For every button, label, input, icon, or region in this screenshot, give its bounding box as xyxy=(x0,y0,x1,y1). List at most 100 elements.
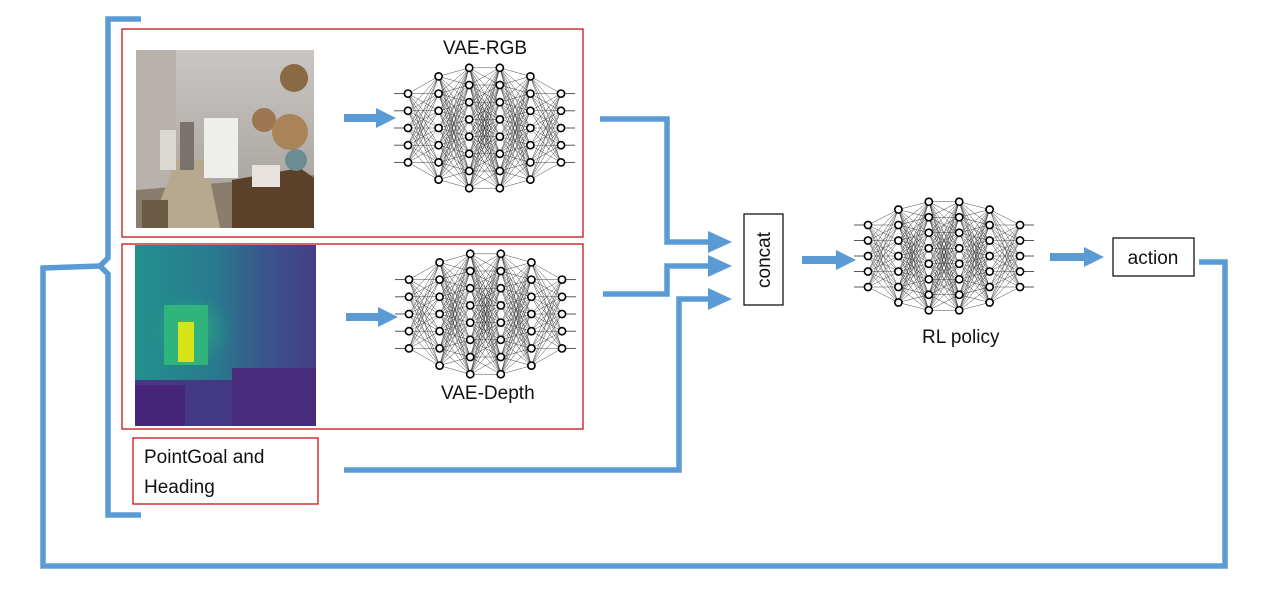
network-node xyxy=(404,292,414,302)
network-node xyxy=(526,89,535,98)
network-node xyxy=(1015,267,1025,276)
network-node xyxy=(557,309,567,319)
network-node xyxy=(985,298,994,307)
network-edge xyxy=(959,209,990,249)
network-node xyxy=(954,259,964,269)
network-edge xyxy=(989,224,1021,303)
network-edge xyxy=(469,253,502,323)
concat-box xyxy=(743,213,784,306)
network-edge xyxy=(499,76,531,86)
network-edge xyxy=(898,263,929,303)
network-node xyxy=(924,290,934,300)
network-node xyxy=(954,197,964,207)
network-node xyxy=(557,326,567,336)
network-edge xyxy=(898,201,930,288)
network-edge xyxy=(439,253,471,280)
network-edge xyxy=(499,162,531,189)
network-edge xyxy=(898,201,930,272)
concat-label: concat xyxy=(754,231,775,288)
network-edge xyxy=(499,110,531,189)
rgb-input-box xyxy=(121,28,584,238)
network-edge xyxy=(530,93,562,146)
network-node xyxy=(404,326,414,336)
network-edge xyxy=(500,262,532,272)
network-edge xyxy=(958,209,990,280)
network-edge xyxy=(438,179,470,189)
network-node xyxy=(403,106,413,116)
network-node xyxy=(434,175,443,184)
network-node xyxy=(556,89,566,98)
network-node xyxy=(894,251,903,261)
network-edge xyxy=(530,93,562,163)
network-node xyxy=(954,290,964,300)
network-node xyxy=(434,72,443,81)
network-node xyxy=(465,369,475,379)
network-edge xyxy=(928,294,960,311)
network-edge xyxy=(531,279,563,366)
network-node xyxy=(403,140,413,150)
network-edge xyxy=(867,209,899,241)
network-node xyxy=(526,175,535,184)
network-node xyxy=(496,300,506,310)
network-edge xyxy=(439,253,471,332)
network-edge xyxy=(407,76,439,163)
network-node xyxy=(924,197,934,207)
network-node xyxy=(526,123,535,133)
network-edge xyxy=(439,365,471,375)
network-edge xyxy=(439,305,471,366)
network-edge xyxy=(469,136,500,189)
network-edge xyxy=(867,209,899,226)
network-edge xyxy=(408,262,440,280)
network-edge xyxy=(959,286,990,311)
depth-input-box xyxy=(121,243,584,430)
network-edge xyxy=(407,76,439,129)
network-edge xyxy=(898,248,929,303)
network-node xyxy=(496,249,506,259)
network-node xyxy=(434,140,443,150)
network-edge xyxy=(500,262,532,340)
network-edge xyxy=(438,153,470,180)
network-edge xyxy=(499,76,531,172)
arrowhead-rgb-concat xyxy=(708,231,732,253)
network-node xyxy=(985,236,994,245)
network-edge xyxy=(468,84,501,189)
network-edge xyxy=(531,279,563,332)
vae-rgb-label: VAE-RGB xyxy=(443,38,527,59)
network-edge xyxy=(531,348,563,366)
network-edge xyxy=(470,356,501,375)
network-node xyxy=(464,183,474,193)
network-edge xyxy=(438,67,470,129)
network-edge xyxy=(407,110,439,163)
network-node xyxy=(557,343,567,353)
network-node xyxy=(496,266,506,276)
network-edge xyxy=(438,170,470,180)
network-edge xyxy=(438,67,470,111)
network-edge xyxy=(530,93,562,129)
network-node xyxy=(495,183,505,193)
network-edge xyxy=(928,248,960,311)
network-node xyxy=(924,274,934,284)
network-node xyxy=(435,361,444,370)
network-edge xyxy=(898,201,929,210)
network-node xyxy=(556,123,566,133)
arrowhead-depth-concat xyxy=(708,255,732,277)
network-edge xyxy=(958,209,990,295)
network-edge xyxy=(928,201,960,249)
network-node xyxy=(985,267,994,276)
network-edge xyxy=(500,313,532,375)
network-edge xyxy=(867,209,899,257)
network-node xyxy=(465,249,475,259)
network-node xyxy=(1015,251,1025,261)
network-node xyxy=(954,243,964,253)
network-edge xyxy=(438,136,470,180)
arrow-depth-to-vae xyxy=(346,307,398,327)
network-edge xyxy=(439,253,471,315)
network-node xyxy=(556,106,566,116)
network-edge xyxy=(989,224,1021,272)
network-edge xyxy=(530,127,562,180)
network-node xyxy=(924,243,934,253)
network-node xyxy=(527,275,536,284)
network-edge xyxy=(469,270,502,375)
network-edge xyxy=(500,365,532,375)
